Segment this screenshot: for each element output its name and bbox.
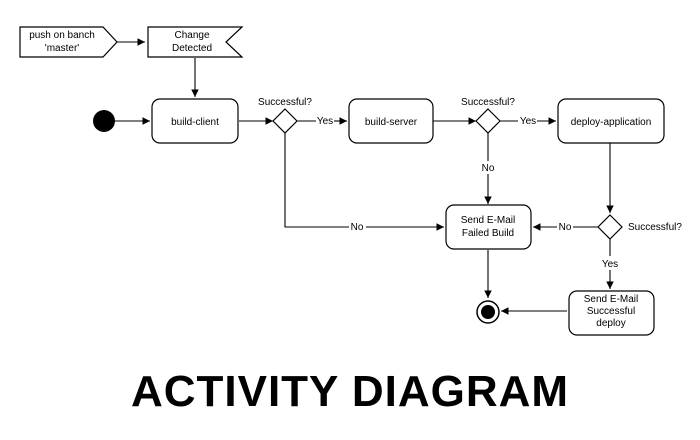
end-node: [476, 300, 500, 324]
build-server-node: build-server: [348, 98, 434, 144]
send-success-line-1: Send E-Mail: [584, 294, 638, 305]
deploy-application-label: deploy-application: [571, 117, 652, 128]
edge-label-client-no: No: [351, 222, 364, 233]
send-success-shape: [568, 290, 655, 336]
change-detected-node: Change Detected: [147, 26, 244, 58]
build-client-node: build-client: [151, 98, 239, 144]
send-failed-shape: [445, 204, 532, 250]
decision-after-deploy-diamond: [597, 214, 623, 240]
edges: [115, 38, 614, 315]
build-server-label: build-server: [365, 117, 418, 128]
decision-after-deploy: Successful?: [597, 214, 682, 240]
change-detected-shape: [147, 26, 244, 58]
decision-after-server-diamond: [475, 108, 501, 134]
decision-after-deploy-label: Successful?: [628, 222, 682, 233]
decision-after-server: Successful?: [461, 97, 515, 134]
deploy-application-shape: [557, 98, 665, 144]
edge-label-server-yes: Yes: [520, 116, 536, 127]
deploy-application-node: deploy-application: [557, 98, 665, 144]
push-signal-node: push on banch 'master': [19, 26, 118, 58]
edge-label-client-yes: Yes: [317, 116, 333, 127]
edge-label-deploy-yes: Yes: [602, 259, 618, 270]
push-signal-line-2: 'master': [45, 43, 79, 54]
build-client-label: build-client: [171, 117, 219, 128]
decision-after-client-label: Successful?: [258, 97, 312, 108]
send-success-line-3: deploy: [596, 318, 625, 329]
build-client-shape: [151, 98, 239, 144]
end-node-dot: [481, 305, 495, 319]
decision-after-server-label: Successful?: [461, 97, 515, 108]
push-signal-shape: [19, 26, 118, 58]
change-detected-line-2: Detected: [172, 43, 212, 54]
push-signal-line-1: push on banch: [29, 30, 95, 41]
decision-after-client: Successful?: [258, 97, 312, 134]
send-success-line-2: Successful: [587, 306, 635, 317]
edge-label-deploy-no: No: [559, 222, 572, 233]
build-server-shape: [348, 98, 434, 144]
send-failed-line-1: Send E-Mail: [461, 215, 515, 226]
send-failed-node: Send E-Mail Failed Build: [445, 204, 532, 250]
diagram-title: ACTIVITY DIAGRAM: [131, 367, 569, 416]
decision-after-client-diamond: [272, 108, 298, 134]
change-detected-line-1: Change: [174, 30, 209, 41]
start-node: [93, 110, 115, 132]
send-success-node: Send E-Mail Successful deploy: [568, 290, 655, 336]
edge-label-server-no: No: [482, 163, 495, 174]
send-failed-line-2: Failed Build: [462, 228, 514, 239]
edge-decision1-no-part1: [284, 133, 349, 228]
